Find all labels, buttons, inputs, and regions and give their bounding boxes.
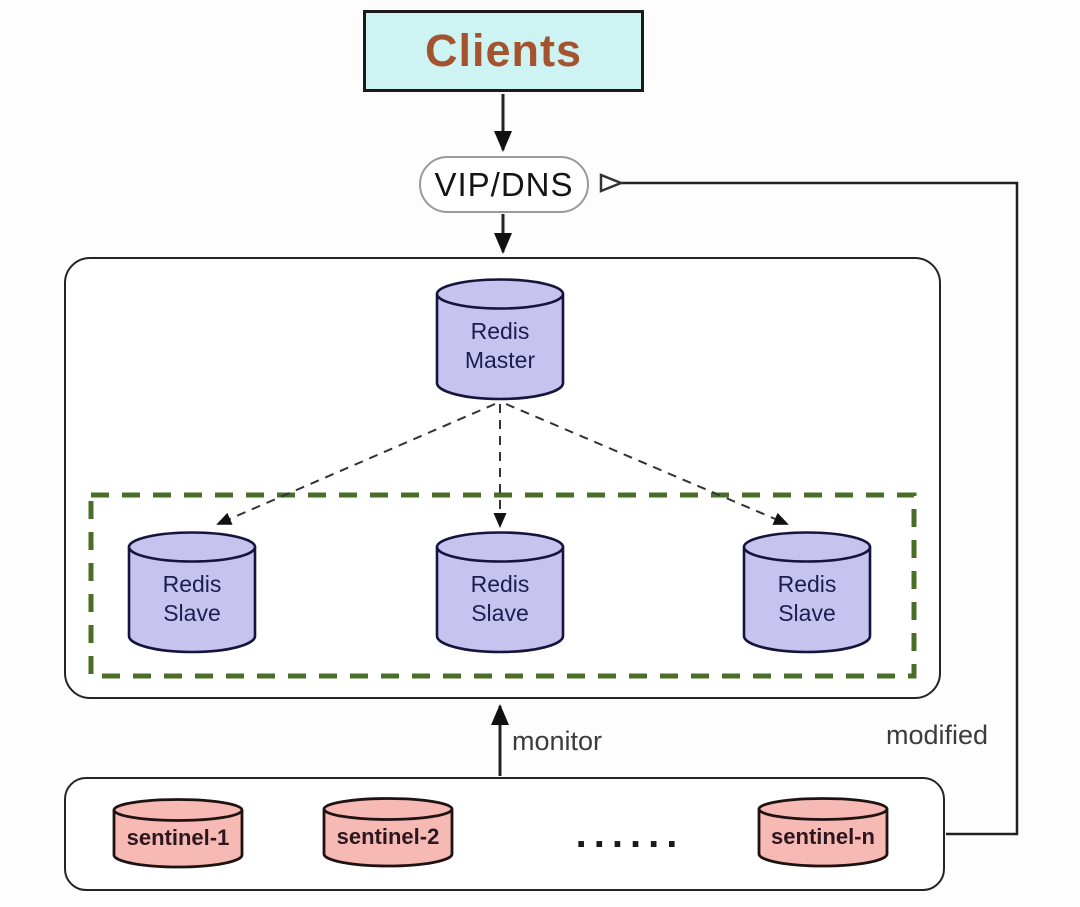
slaves-dashed-group-border — [88, 492, 917, 679]
sentinel-n-label: sentinel-n — [771, 824, 875, 849]
vip-dns-label: VIP/DNS — [434, 165, 574, 203]
cylinder-shape — [127, 531, 257, 654]
vip-dns-node: VIP/DNS — [419, 156, 589, 213]
sentinel-2-label: sentinel-2 — [336, 824, 440, 849]
edge-sentinels-modified-to-vip — [603, 183, 1019, 836]
monitor-edge-label: monitor — [512, 726, 603, 756]
sentinel-2-cylinder: sentinel-2 — [322, 796, 454, 872]
clients-box: Clients — [363, 10, 644, 92]
redis-slave-3-cylinder: Redis Slave — [742, 530, 872, 655]
redis-slave-1-cylinder: Redis Slave — [127, 530, 257, 655]
redis-master-label: Redis Master — [464, 317, 536, 373]
redis-slave-3-label: Redis Slave — [777, 570, 837, 626]
clients-label: Clients — [424, 25, 583, 76]
cylinder-shape — [112, 798, 244, 869]
edge-master-to-slave-1 — [216, 403, 496, 525]
more-sentinels-ellipsis: ...... — [575, 812, 685, 856]
cylinder-shape — [742, 531, 872, 654]
sentinel-n-cylinder: sentinel-n — [757, 796, 889, 872]
redis-slave-1-label: Redis Slave — [162, 570, 222, 626]
redis-slave-2-cylinder: Redis Slave — [435, 530, 565, 655]
redis-slave-2-label: Redis Slave — [470, 570, 530, 626]
sentinel-1-cylinder: sentinel-1 — [112, 797, 244, 873]
cylinder-shape — [435, 531, 565, 654]
redis-master-cylinder: Redis Master — [435, 277, 565, 402]
modified-edge-label: modified — [886, 720, 989, 750]
sentinel-1-label: sentinel-1 — [126, 825, 230, 850]
cylinder-shape — [757, 797, 889, 868]
cylinder-shape — [322, 797, 454, 868]
cylinder-shape — [435, 278, 565, 401]
edge-master-to-slave-3 — [505, 403, 789, 525]
